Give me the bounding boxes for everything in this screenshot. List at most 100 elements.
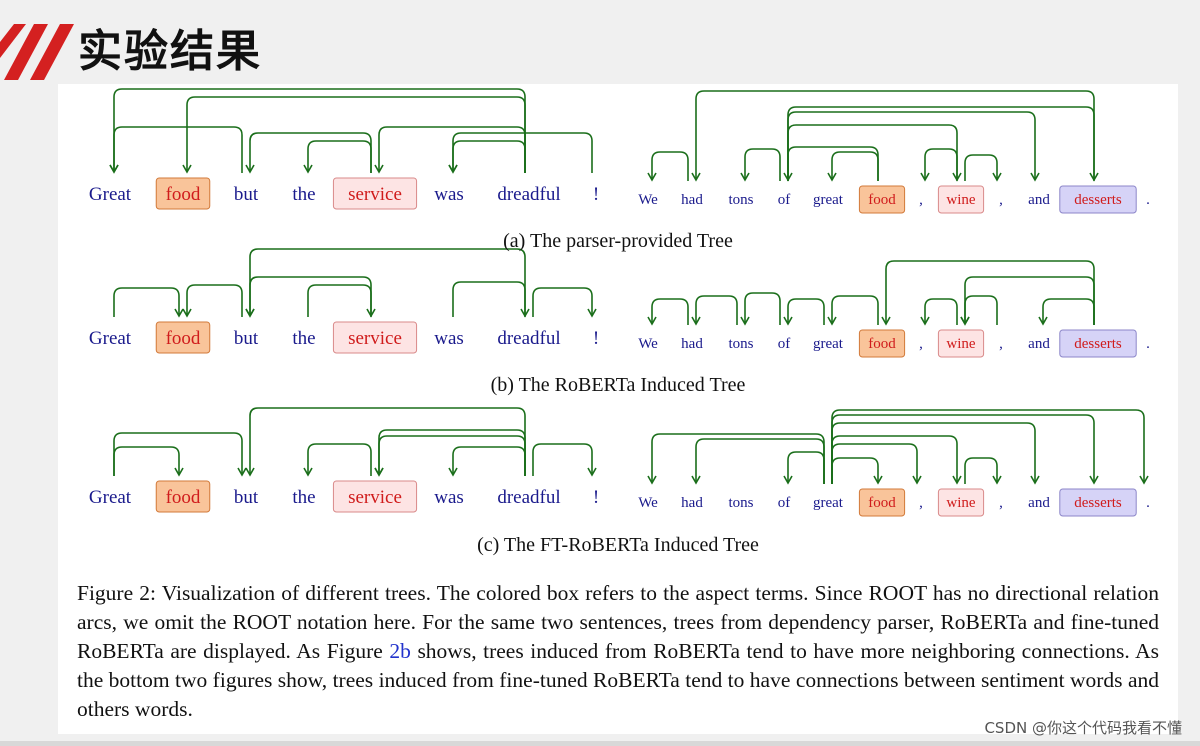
tree-c-s2-word-2: tons [728, 495, 753, 511]
tree-a-s2-word-0: We [638, 192, 658, 208]
tree-c-s1-arc-1 [113, 432, 243, 476]
tree-a-s2-arrow-8 [920, 172, 930, 182]
tree-b-s2-arc-4 [831, 295, 879, 325]
tree-c-s2-word-9: and [1028, 495, 1050, 511]
tree-b-s1-arc-6 [532, 287, 593, 317]
tree-b-s1-arrow-5 [520, 308, 530, 318]
aspect-box-c-s2-5 [858, 488, 906, 517]
svg-text:great: great [813, 495, 844, 511]
figure-ref-link[interactable]: 2b [389, 639, 411, 663]
tree-a-s2-arc-4 [831, 151, 879, 181]
tree-a-s2-arc-9 [964, 154, 998, 181]
tree-b-s2-word-1: had [681, 336, 703, 352]
tree-b-s1-word-1: food [155, 321, 211, 354]
svg-text:food: food [868, 495, 896, 511]
tree-c-s2-word-1: had [681, 495, 703, 511]
svg-text:was: was [434, 328, 464, 349]
tree-c-s2-arrow-3 [873, 475, 883, 485]
svg-text:Great: Great [89, 328, 132, 349]
tree-c-s2-arc-6 [964, 457, 998, 484]
aspect-box-b-s1-4 [332, 321, 418, 354]
tree-c-s2-arrow-7 [1030, 475, 1040, 485]
tree-b-s2-word-3: of [778, 336, 791, 352]
tree-c-s2-arc-7 [831, 422, 1036, 484]
svg-text:wine: wine [946, 336, 976, 352]
subcaption-b: (b) The RoBERTa Induced Tree [490, 374, 746, 396]
tree-b-s2-arc-9 [1042, 298, 1095, 325]
subcaption-a: (a) The parser-provided Tree [503, 230, 733, 252]
tree-a-s2-word-5: food [858, 185, 906, 214]
svg-text:dreadful: dreadful [497, 328, 560, 349]
svg-text:tons: tons [728, 495, 753, 511]
figure-caption-text-2: shows, trees induced from RoBERTa tend t… [77, 639, 1159, 721]
tree-b-s1-word-3: the [292, 328, 315, 349]
tree-a-s2-word-10: desserts [1059, 185, 1137, 214]
svg-text:but: but [234, 328, 259, 349]
svg-text:,: , [999, 336, 1003, 352]
tree-b-s2-arc-6 [924, 298, 958, 325]
tree-b-s2-arc-5 [885, 260, 1095, 325]
figure-caption-text-1: Figure 2: Visualization of different tre… [77, 581, 1159, 663]
svg-text:but: but [234, 184, 259, 205]
tree-b-s1-word-2: but [234, 328, 259, 349]
tree-a-s2-arc-7 [787, 111, 1036, 181]
tree-a-s2-arc-8 [924, 148, 958, 181]
svg-text:!: ! [593, 184, 599, 205]
svg-text:wine: wine [946, 495, 976, 511]
svg-text:had: had [681, 336, 703, 352]
tree-b-s2-arrow-5 [881, 316, 891, 326]
svg-text:service: service [348, 328, 402, 349]
tree-c-s2-word-0: We [638, 495, 658, 511]
tree-c-s1-word-5: was [434, 487, 464, 508]
svg-text:desserts: desserts [1074, 336, 1122, 352]
tree-a-s2-arrow-7 [1030, 172, 1040, 182]
svg-text:Great: Great [89, 184, 132, 205]
tree-c-s2-arrow-4 [1089, 475, 1099, 485]
tree-b-s1-word-4: service [332, 321, 418, 354]
svg-text:We: We [638, 336, 658, 352]
tree-a-s2-word-4: great [813, 192, 844, 208]
tree-c-s2-word-11: . [1146, 495, 1150, 511]
tree-b-s1-word-0: Great [89, 328, 132, 349]
tree-a-s2-arc-0 [695, 90, 1095, 181]
tree-c-s2-arrow-9 [1139, 475, 1149, 485]
tree-b-s2-arrow-2 [740, 316, 750, 326]
svg-text:.: . [1146, 192, 1150, 208]
svg-text:food: food [166, 328, 201, 349]
tree-b-s2-word-10: desserts [1059, 329, 1137, 358]
svg-text:,: , [919, 336, 923, 352]
tree-b-s2-arrow-4 [827, 316, 837, 326]
tree-b-s1-word-7: ! [593, 328, 599, 349]
watermark: CSDN @你这个代码我看不懂 [984, 719, 1182, 737]
tree-c-s1-word-7: ! [593, 487, 599, 508]
svg-text:tons: tons [728, 336, 753, 352]
tree-c-s1-arc-7 [532, 443, 593, 476]
tree-c-s2-arrow-0 [647, 475, 657, 485]
tree-c-s2-arrow-5 [952, 475, 962, 485]
tree-b-s1-arrow-6 [587, 308, 597, 318]
tree-a-s1-arrow-1 [182, 164, 192, 174]
tree-c-s1-arrow-7 [587, 467, 597, 477]
tree-c-s1-word-6: dreadful [497, 487, 560, 508]
tree-b-s2-arc-2 [744, 292, 781, 325]
tree-a-s2-word-1: had [681, 192, 703, 208]
svg-text:,: , [999, 192, 1003, 208]
svg-text:was: was [434, 184, 464, 205]
tree-c-s1-arrow-0 [174, 467, 184, 477]
tree-a-s2-word-2: tons [728, 192, 753, 208]
tree-a-s2-arrow-0 [691, 172, 701, 182]
tree-c-s1-arc-6 [452, 446, 526, 476]
tree-a-s1-arc-7 [452, 140, 526, 173]
tree-a-s2-arrow-1 [647, 172, 657, 182]
tree-c-s2-word-6: , [919, 495, 923, 511]
aspect-box-b-s2-5 [858, 329, 906, 358]
tree-a-s2-word-7: wine [937, 185, 985, 214]
tree-c-s2-word-10: desserts [1059, 488, 1137, 517]
tree-a-s2-word-9: and [1028, 192, 1050, 208]
tree-a-s2-word-11: . [1146, 192, 1150, 208]
aspect-box-a-s2-10 [1059, 185, 1137, 214]
tree-a-s1-arrow-5 [374, 164, 384, 174]
tree-b-s1-arc-5 [452, 281, 526, 317]
tree-a-s1-word-3: the [292, 184, 315, 205]
